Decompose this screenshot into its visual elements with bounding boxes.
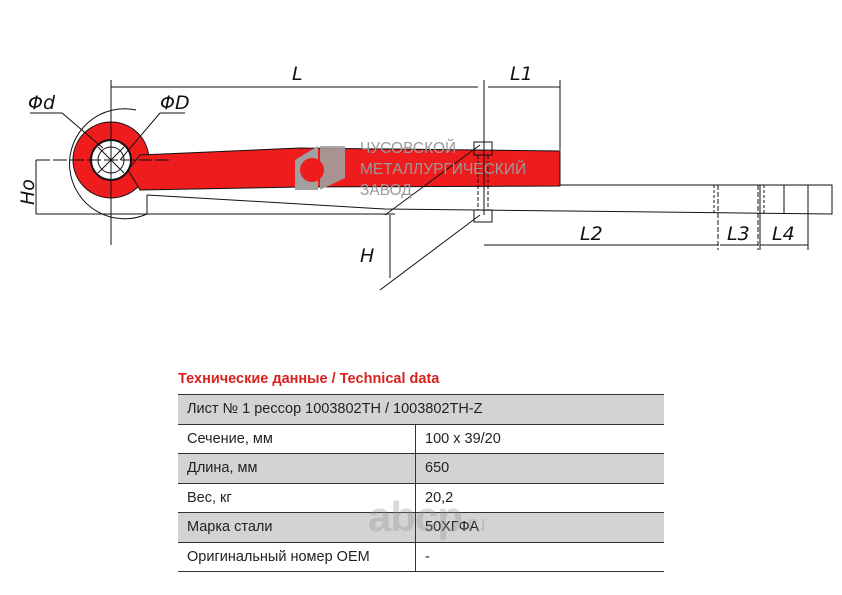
table-row: Оригинальный номер OEM-	[178, 541, 664, 572]
watermark-suffix: .ru	[462, 511, 486, 536]
spring-eye-outer	[69, 108, 148, 220]
logo-line-3: ЗАВОД	[360, 182, 412, 199]
watermark: abcp.ru	[368, 493, 486, 541]
dim-d: Φd	[28, 92, 56, 114]
dim-L3: L3	[727, 223, 750, 245]
dim-L1: L1	[510, 63, 533, 85]
row-label: Оригинальный номер OEM	[178, 541, 416, 572]
table-header: Лист № 1 рессор 1003802TH / 1003802TH-Z	[178, 394, 664, 424]
dim-D: ΦD	[160, 92, 190, 114]
dim-H: H	[360, 245, 374, 267]
row-value: 20,2	[415, 482, 664, 513]
watermark-main: abcp	[368, 493, 463, 540]
company-logo: ЧУСОВСКОЙ МЕТАЛЛУРГИЧЕСКИЙ ЗАВОД	[295, 139, 526, 199]
row-label: Марка стали	[178, 512, 416, 542]
dim-Ho: Ho	[17, 179, 39, 205]
logo-line-2: МЕТАЛЛУРГИЧЕСКИЙ	[360, 160, 526, 178]
dim-L2: L2	[580, 223, 603, 245]
row-value: 100 x 39/20	[415, 423, 664, 454]
row-value: 650	[415, 453, 664, 483]
row-value: 50ХГФА	[415, 512, 664, 542]
dim-L: L	[292, 63, 303, 85]
leaf-spring-drawing: ЧУСОВСКОЙ МЕТАЛЛУРГИЧЕСКИЙ ЗАВОД L L1 L2…	[17, 63, 833, 291]
row-label: Длина, мм	[178, 453, 416, 483]
row-label: Вес, кг	[178, 482, 416, 513]
table-header-row: Лист № 1 рессор 1003802TH / 1003802TH-Z	[178, 394, 664, 424]
dim-L4: L4	[772, 223, 795, 245]
technical-data-table: Лист № 1 рессор 1003802TH / 1003802TH-Z …	[178, 394, 664, 572]
row-value: -	[415, 541, 664, 572]
logo-line-1: ЧУСОВСКОЙ	[360, 139, 456, 157]
row-label: Сечение, мм	[178, 423, 416, 454]
technical-data-title: Технические данные / Technical data	[178, 371, 440, 387]
